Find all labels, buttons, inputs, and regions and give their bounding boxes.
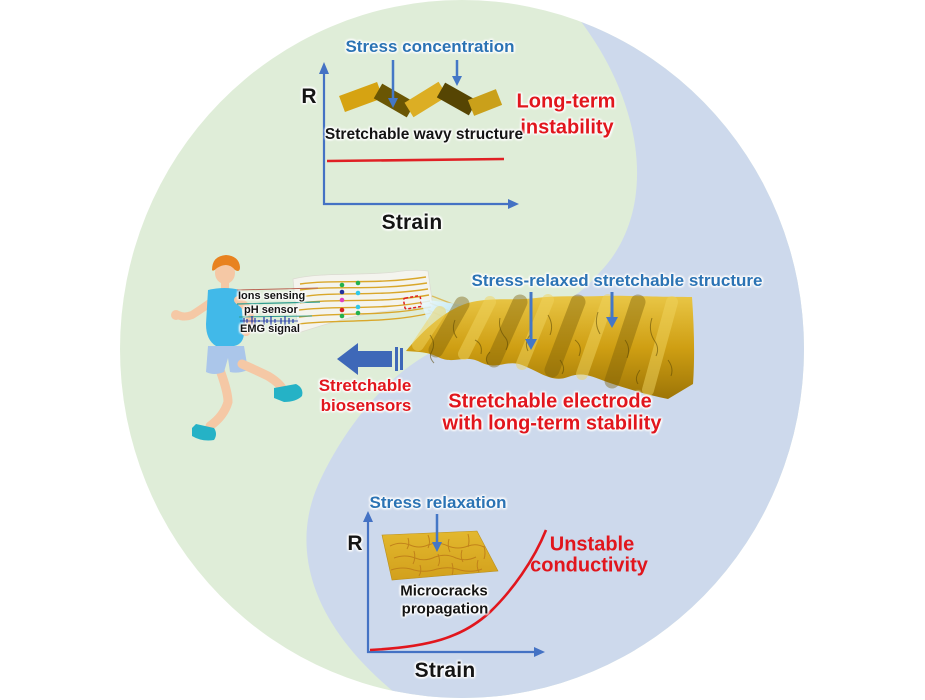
down-arrow-icon xyxy=(606,292,618,328)
runner-tank-top xyxy=(206,288,244,346)
ions-sensing-label: Ions sensing xyxy=(238,290,306,302)
runner-hair xyxy=(212,255,240,271)
wavy-structure-label: Stretchable wavy structure xyxy=(324,126,524,144)
stable-resistance-line xyxy=(326,157,505,163)
bottom-resistance-strain-graph xyxy=(363,511,548,657)
front-shoe xyxy=(274,384,303,402)
bottom-graph-axes xyxy=(363,511,545,657)
down-arrow-icon xyxy=(525,292,537,350)
stretchable-electrode-illustration xyxy=(406,294,695,399)
emg-signal-label: EMG signal xyxy=(240,323,300,335)
top-graph-axes xyxy=(319,62,519,209)
electrode-dots xyxy=(339,280,361,319)
wave-shading xyxy=(412,294,678,396)
bottom-x-axis-label: Strain xyxy=(414,658,476,682)
top-x-axis-label: Strain xyxy=(381,210,443,234)
wavy-ribbon-illustration xyxy=(339,81,503,118)
label-pointer-lines xyxy=(236,287,321,318)
unstable-conductivity-line2: conductivity xyxy=(530,554,648,577)
chip-outline xyxy=(402,295,423,310)
stretchable-biosensors-line1: Stretchable xyxy=(318,376,412,396)
rear-shoe xyxy=(192,424,216,441)
runner-head xyxy=(215,262,235,284)
down-arrow-icon xyxy=(432,514,442,552)
rising-resistance-curve xyxy=(369,529,548,652)
ph-sensor-label: pH sensor xyxy=(244,304,298,316)
emg-waveform-icon xyxy=(240,316,298,326)
stress-relaxed-annotation: Stress-relaxed stretchable structure xyxy=(471,271,763,291)
runner-illustration xyxy=(171,255,303,441)
long-term-instability-line2: instability xyxy=(520,116,614,139)
microcracks-label-line2: propagation xyxy=(401,600,489,618)
down-arrow-icon xyxy=(452,60,462,86)
left-block-arrow-icon xyxy=(337,343,403,375)
bottom-y-axis-label: R xyxy=(347,531,363,555)
stretchable-electrode-line2: with long-term stability xyxy=(442,412,662,435)
stretchable-electrode-line1: Stretchable electrode xyxy=(448,390,652,413)
stress-relaxation-annotation: Stress relaxation xyxy=(369,493,507,513)
stretchable-biosensors-line2: biosensors xyxy=(320,396,412,416)
long-term-instability-line1: Long-term xyxy=(516,90,616,113)
top-y-axis-label: R xyxy=(301,84,317,108)
microcracked-film-illustration xyxy=(381,530,499,581)
crack-texture xyxy=(429,311,673,385)
runner-shorts xyxy=(206,346,248,374)
microcracks-label-line1: Microcracks xyxy=(400,582,488,600)
down-arrow-icon xyxy=(388,60,398,108)
stress-concentration-annotation: Stress concentration xyxy=(345,37,515,57)
unstable-conductivity-line1: Unstable xyxy=(549,533,635,556)
top-resistance-strain-graph xyxy=(319,60,519,209)
